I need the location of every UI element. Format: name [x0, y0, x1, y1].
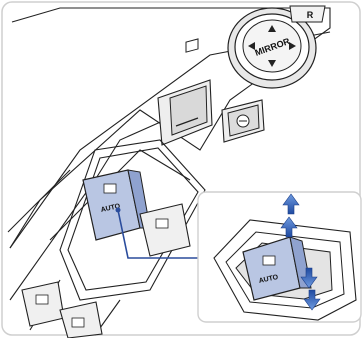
window-icon: [72, 318, 84, 327]
mirror-selector-label: R: [307, 10, 314, 20]
window-icon: [156, 219, 168, 228]
leader-dot: [116, 208, 121, 213]
window-icon: [104, 184, 116, 193]
mirror-selector-switch[interactable]: R: [290, 6, 325, 22]
window-icon: [36, 295, 48, 304]
rear-left-window-switch[interactable]: [22, 282, 64, 326]
window-icon: [263, 256, 275, 265]
